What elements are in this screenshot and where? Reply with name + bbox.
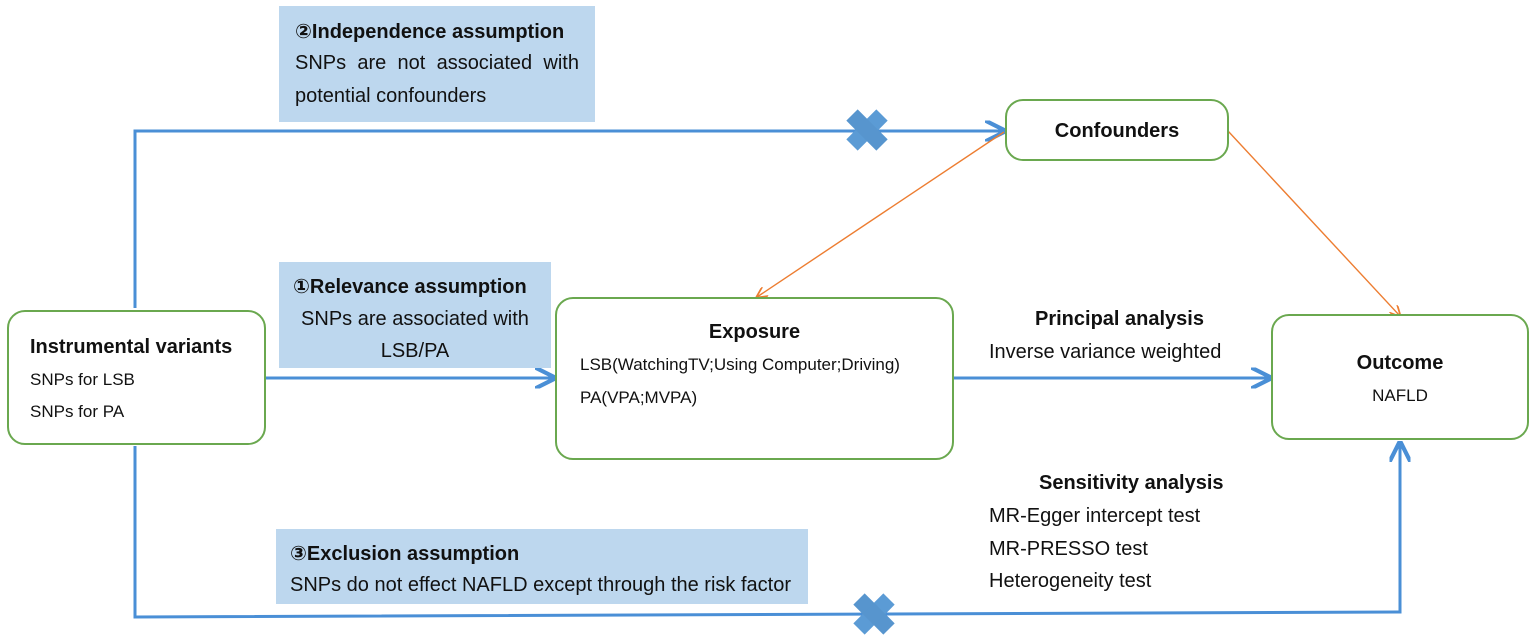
- instrumental-variants-node: Instrumental variants SNPs for LSB SNPs …: [7, 310, 266, 445]
- confounders-title: Confounders: [1054, 120, 1180, 142]
- instrumental-title: Instrumental variants: [30, 336, 233, 358]
- exclusion-line1: SNPs do not effect NAFLD except through …: [290, 574, 791, 596]
- independence-line1: SNPs are not associated with: [295, 52, 579, 74]
- block-cross-icon-bottom: [853, 593, 895, 635]
- sensitivity-test-egger: MR-Egger intercept test: [989, 505, 1201, 527]
- independence-line2: potential confounders: [295, 85, 487, 107]
- arrow-confounders-to-exposure: [757, 131, 1005, 297]
- principal-analysis-title: Principal analysis: [1035, 308, 1204, 330]
- independence-title: ②Independence assumption: [295, 21, 565, 43]
- arrow-confounders-to-outcome: [1227, 130, 1400, 316]
- sensitivity-test-heterogeneity: Heterogeneity test: [989, 570, 1152, 592]
- independence-note: ②Independence assumption SNPs are not as…: [279, 6, 595, 122]
- relevance-line1: SNPs are associated with: [301, 308, 529, 330]
- outcome-title: Outcome: [1356, 352, 1444, 374]
- principal-analysis-method: Inverse variance weighted: [989, 341, 1222, 363]
- block-cross-icon-top: [846, 109, 888, 151]
- exposure-item-pa: PA(VPA;MVPA): [580, 388, 698, 407]
- exclusion-title: ③Exclusion assumption: [290, 543, 520, 565]
- arrow-iv-to-confounders: [133, 131, 1004, 308]
- instrumental-item-lsb: SNPs for LSB: [30, 370, 135, 389]
- confounders-node: Confounders: [1005, 99, 1229, 161]
- exposure-node: Exposure LSB(WatchingTV;Using Computer;D…: [555, 297, 954, 460]
- outcome-item-nafld: NAFLD: [1372, 386, 1428, 405]
- relevance-line2: LSB/PA: [380, 340, 450, 362]
- sensitivity-test-presso: MR-PRESSO test: [989, 538, 1148, 560]
- outcome-node: Outcome NAFLD: [1271, 314, 1529, 440]
- sensitivity-analysis-title: Sensitivity analysis: [1039, 472, 1224, 494]
- relevance-note: ①Relevance assumption SNPs are associate…: [279, 262, 551, 368]
- exposure-title: Exposure: [708, 321, 801, 343]
- instrumental-item-pa: SNPs for PA: [30, 402, 125, 421]
- arrow-iv-to-outcome: [133, 443, 1400, 619]
- exposure-item-lsb: LSB(WatchingTV;Using Computer;Driving): [580, 355, 900, 374]
- exclusion-note: ③Exclusion assumption SNPs do not effect…: [276, 529, 808, 604]
- relevance-title: ①Relevance assumption: [293, 276, 527, 298]
